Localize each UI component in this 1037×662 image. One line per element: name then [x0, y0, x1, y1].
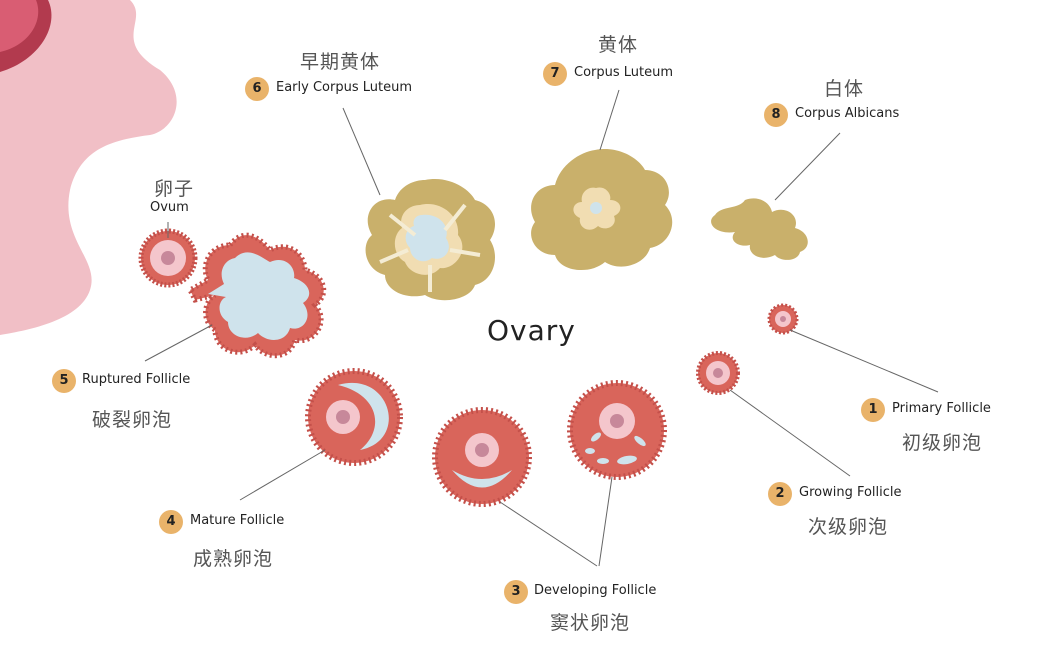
label-ovum-zh: 卵子 — [154, 178, 195, 200]
label-mature-follicle-zh: 成熟卵泡 — [193, 548, 274, 570]
corpus-luteum — [531, 149, 673, 271]
leader-growing — [729, 389, 851, 477]
label-mature-follicle: Mature Follicle — [190, 513, 285, 528]
ovum — [138, 228, 198, 288]
label-ruptured-follicle: Ruptured Follicle — [82, 372, 191, 387]
primary-follicle — [767, 303, 799, 335]
leader-luteum — [599, 89, 620, 151]
leader-lines — [144, 89, 939, 567]
leader-early-luteum — [342, 107, 381, 196]
leader-albicans — [774, 132, 841, 201]
label-corpus-luteum-zh: 黄体 — [598, 34, 639, 56]
label-corpus-albicans-zh: 白体 — [824, 78, 865, 100]
label-early-corpus-luteum-zh: 早期黄体 — [300, 51, 381, 73]
leader-mature — [239, 449, 326, 501]
developing-follicle-b — [567, 380, 667, 480]
badge-6: 6 — [245, 77, 269, 101]
badge-1: 1 — [861, 398, 885, 422]
badge-7: 7 — [543, 62, 567, 86]
leader-developing-a — [499, 501, 598, 567]
developing-follicle-a — [432, 407, 532, 507]
label-growing-follicle: Growing Follicle — [799, 485, 902, 500]
label-developing-follicle-zh: 窦状卵泡 — [550, 612, 631, 634]
corpus-albicans — [711, 198, 808, 260]
label-ruptured-follicle-zh: 破裂卵泡 — [92, 409, 173, 431]
badge-8: 8 — [764, 103, 788, 127]
label-growing-follicle-zh: 次级卵泡 — [808, 516, 889, 538]
leader-ruptured — [144, 324, 213, 362]
label-primary-follicle: Primary Follicle — [892, 401, 991, 416]
label-early-corpus-luteum: Early Corpus Luteum — [276, 80, 412, 95]
growing-follicle — [696, 351, 740, 395]
badge-3: 3 — [504, 580, 528, 604]
mature-follicle — [305, 368, 403, 466]
diagram-title: Ovary — [487, 314, 576, 347]
leader-developing-b — [598, 476, 613, 567]
leader-primary — [789, 329, 939, 393]
early-corpus-luteum — [365, 179, 495, 301]
label-ovum: Ovum — [150, 200, 189, 215]
label-corpus-albicans: Corpus Albicans — [795, 106, 900, 121]
label-developing-follicle: Developing Follicle — [534, 583, 657, 598]
fallopian-tube — [0, 0, 177, 335]
label-corpus-luteum: Corpus Luteum — [574, 65, 674, 80]
badge-4: 4 — [159, 510, 183, 534]
label-primary-follicle-zh: 初级卵泡 — [902, 432, 983, 454]
badge-2: 2 — [768, 482, 792, 506]
badge-5: 5 — [52, 369, 76, 393]
ruptured-follicle — [186, 232, 327, 359]
